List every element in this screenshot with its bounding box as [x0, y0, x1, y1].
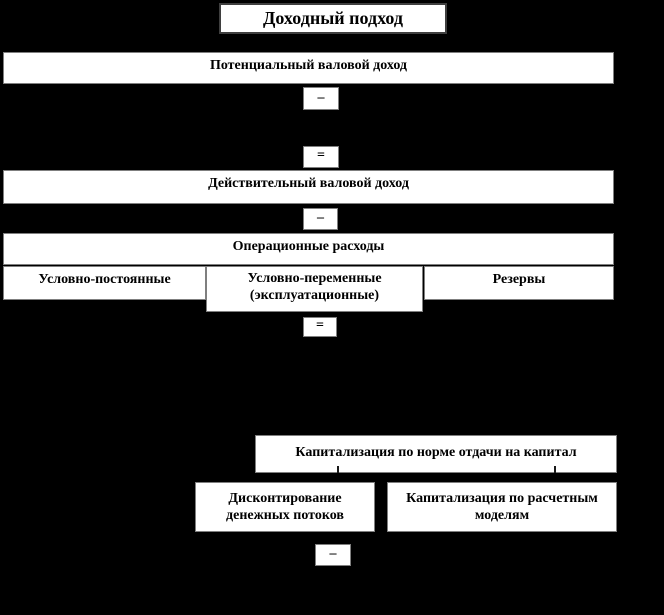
operator-minus-2: – [303, 208, 338, 230]
connector-tick-right [554, 466, 556, 473]
connector-tick-left [337, 466, 339, 473]
operator-minus-3: – [315, 544, 351, 566]
operator-equals-1: = [303, 146, 339, 168]
box-expenses-fixed: Условно-постоянные [3, 266, 206, 300]
title-box-income-approach: Доходный подход [219, 3, 447, 34]
box-expenses-variable: Условно-переменные (эксплуатационные) [206, 266, 423, 312]
box-operating-expenses: Операционные расходы [3, 233, 614, 265]
box-potential-gross-income: Потенциальный валовой доход [3, 52, 614, 84]
operator-equals-2: = [303, 317, 337, 337]
box-expenses-reserves: Резервы [424, 266, 614, 300]
box-discounted-cash-flows: Дисконтирование денежных потоков [195, 482, 375, 532]
operator-minus-1: – [303, 87, 339, 110]
box-effective-gross-income: Действительный валовой доход [3, 170, 614, 204]
box-capitalization-by-rate-of-return: Капитализация по норме отдачи на капитал [255, 435, 617, 473]
box-capitalization-by-models: Капитализация по расчетным моделям [387, 482, 617, 532]
